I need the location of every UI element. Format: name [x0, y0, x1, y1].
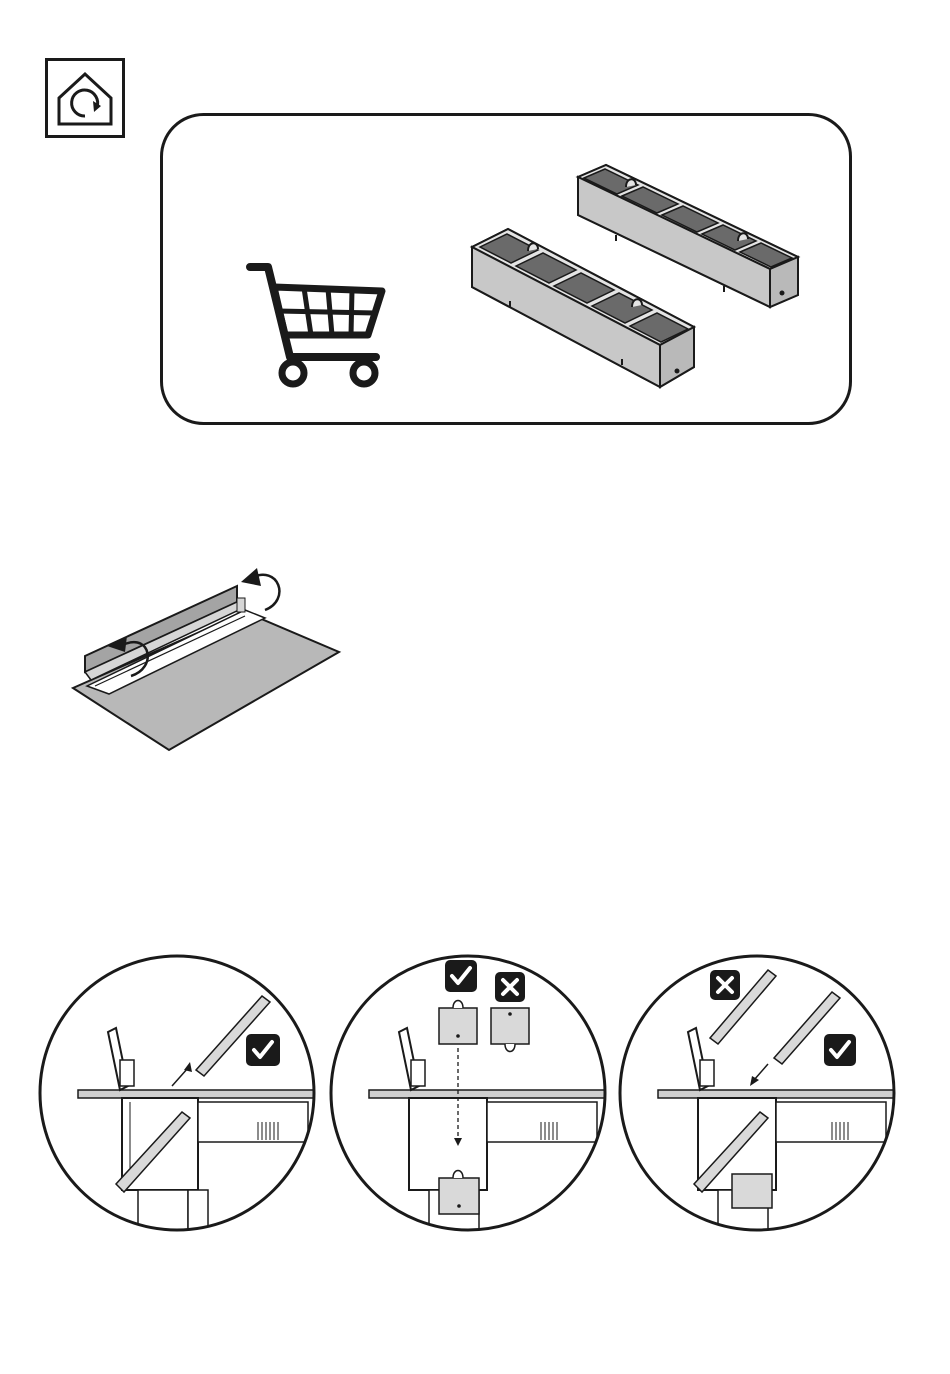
- check-mark-icon: [246, 1034, 280, 1066]
- recirculation-mode-badge: [45, 58, 125, 138]
- accessory-panel: [160, 113, 852, 425]
- detail-circle-insert-angled: [38, 952, 316, 1234]
- check-mark-icon: [824, 1034, 856, 1066]
- detail-circle-filter-orientation: [329, 952, 607, 1234]
- check-mark-icon: [445, 960, 477, 992]
- remove-panel-illustration: [65, 560, 355, 760]
- detail-circle-insert-wrong-angle: [618, 952, 896, 1234]
- cross-mark-icon: [495, 972, 525, 1002]
- house-recirculation-icon: [45, 58, 125, 138]
- cross-mark-icon: [710, 970, 740, 1000]
